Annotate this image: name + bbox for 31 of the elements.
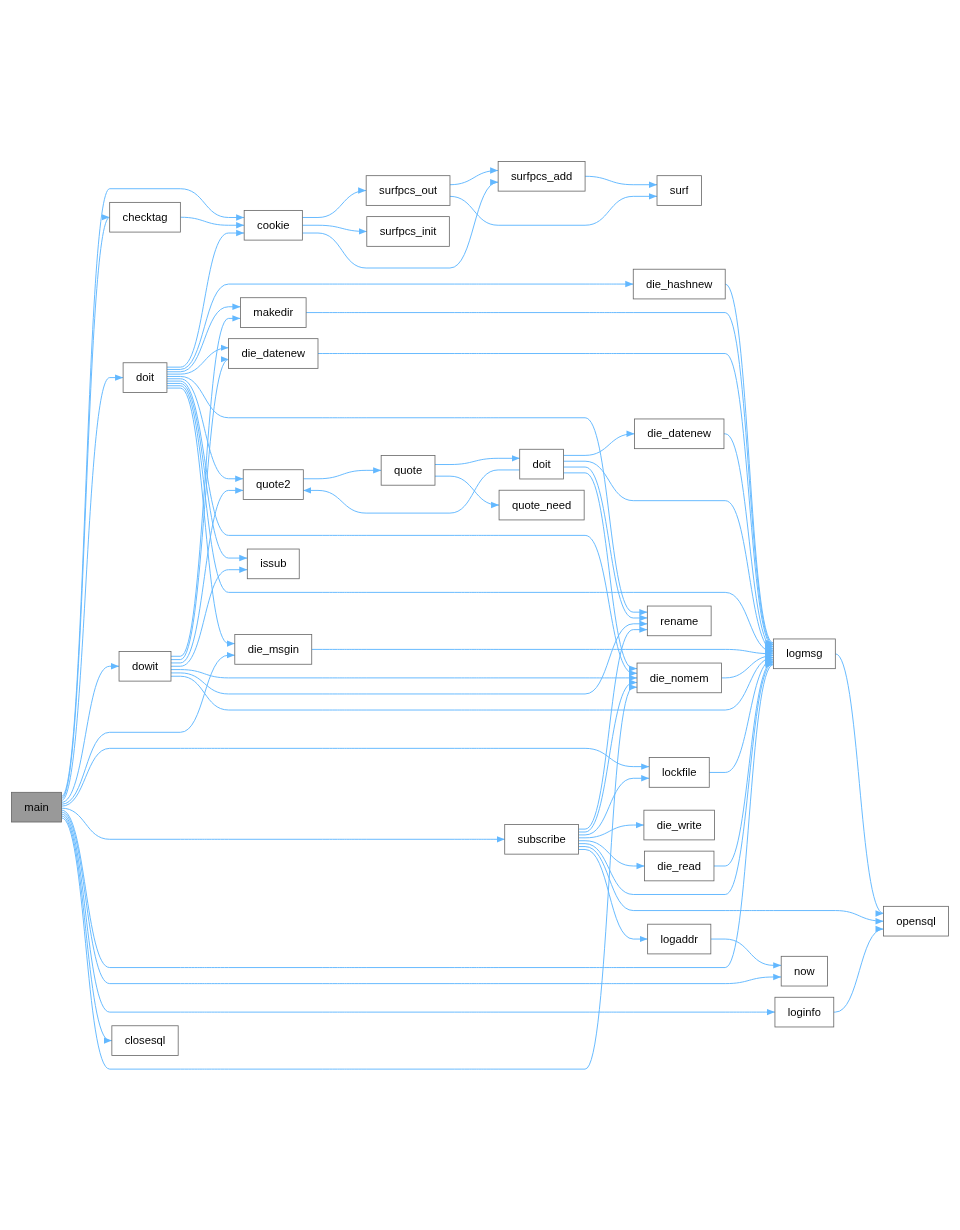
function-box: die_nomem [636, 662, 722, 693]
function-box: doit [122, 362, 168, 393]
function-box: opensql [883, 905, 949, 937]
function-box: loginfo [774, 996, 835, 1028]
function-box: lockfile [648, 756, 710, 788]
function-box: quote_need [498, 489, 585, 521]
function-box: logmsg [773, 638, 836, 669]
function-box: surfpcs_add [497, 160, 586, 192]
function-box: die_datenew [634, 418, 725, 449]
function-box: rename [646, 605, 712, 636]
function-box: die_msgin [234, 633, 313, 665]
function-box: logaddr [647, 923, 712, 954]
function-box: surf [656, 175, 702, 206]
function-box: surfpcs_init [366, 215, 450, 247]
function-box: makedir [240, 297, 307, 328]
function-box: issub [246, 548, 300, 579]
function-box: die_read [644, 850, 715, 881]
function-box: checktag [109, 201, 181, 233]
function-box: subscribe [504, 823, 579, 855]
function-box: cookie [243, 209, 303, 241]
function-box: quote [380, 454, 436, 486]
function-box: die_datenew [228, 338, 319, 369]
function-box: die_write [643, 809, 715, 840]
function-box: closesql [111, 1025, 179, 1056]
function-box: die_hashnew [632, 268, 726, 300]
function-box: doit [519, 448, 564, 480]
function-box: main [11, 791, 62, 823]
function-box: now [780, 955, 828, 987]
function-box: surfpcs_out [365, 175, 451, 206]
function-box: dowit [118, 650, 172, 682]
function-box: quote2 [242, 469, 304, 500]
